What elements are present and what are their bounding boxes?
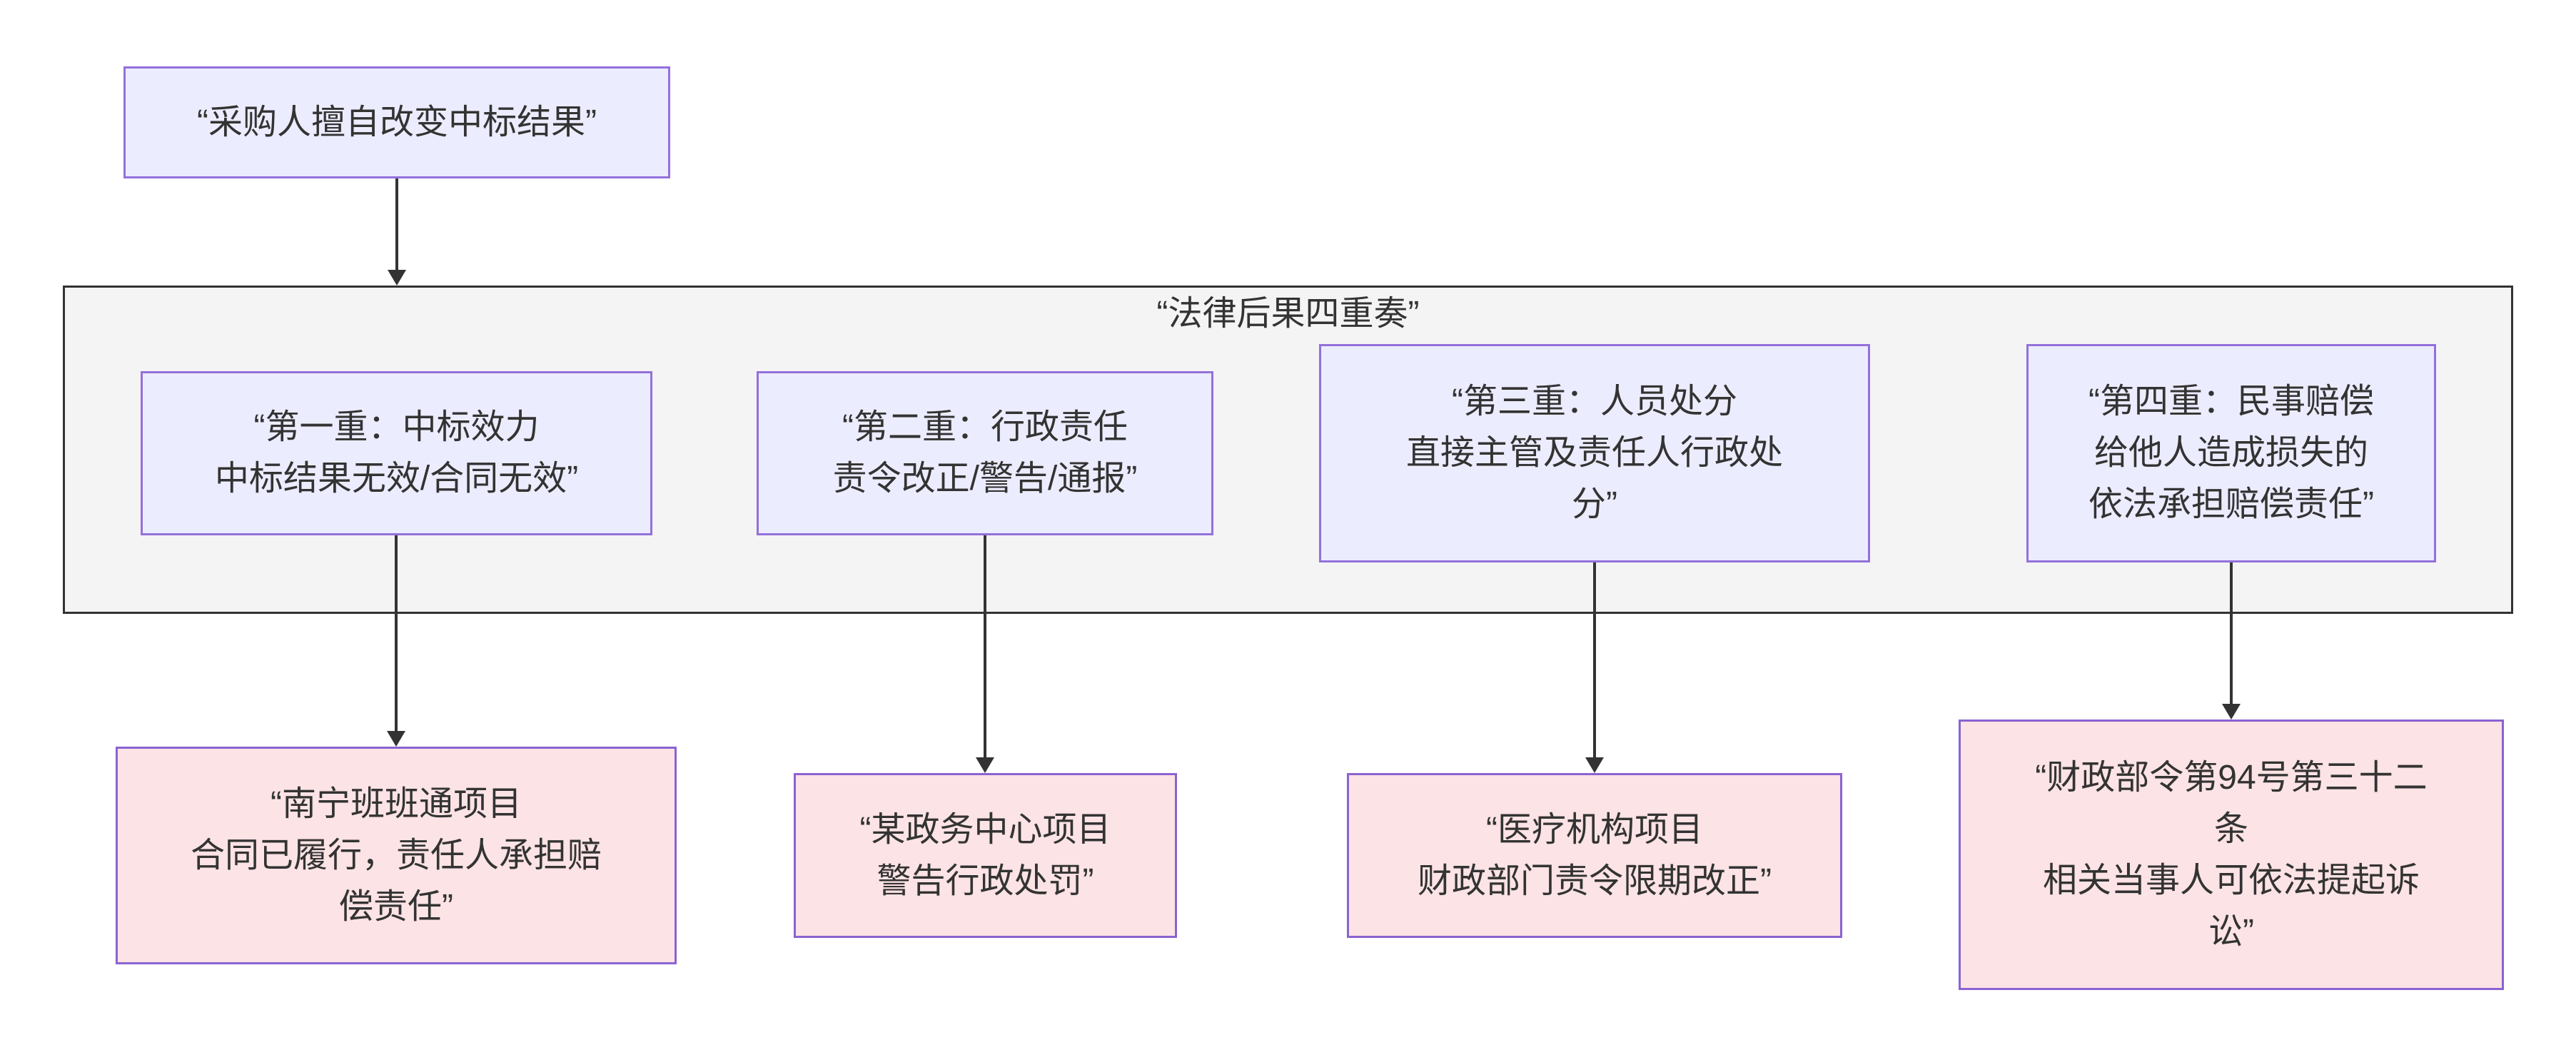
arrow-shaft	[395, 178, 398, 276]
node-case-4: “财政部令第94号第三十二 条 相关当事人可依法提起诉 讼”	[1959, 720, 2504, 990]
node-tier-2: “第二重：行政责任 责令改正/警告/通报”	[757, 371, 1213, 535]
arrow-shaft	[395, 535, 398, 737]
arrow-shaft	[2230, 562, 2233, 710]
node-case-3-label: “医疗机构项目 财政部门责令限期改正”	[1418, 810, 1772, 900]
node-case-1-label: “南宁班班通项目 合同已履行，责任人承担赔 偿责任”	[190, 784, 602, 926]
node-case-4-label: “财政部令第94号第三十二 条 相关当事人可依法提起诉 讼”	[2035, 758, 2428, 951]
node-tier-1-label: “第一重：中标效力 中标结果无效/合同无效”	[214, 408, 579, 498]
node-root-purchaser-alters-award: “采购人擅自改变中标结果”	[123, 66, 670, 178]
node-tier-4: “第四重：民事赔偿 给他人造成损失的 依法承担赔偿责任”	[2026, 344, 2436, 562]
arrowhead-down-icon	[976, 757, 994, 773]
node-tier-1: “第一重：中标效力 中标结果无效/合同无效”	[141, 371, 652, 535]
node-tier-3-label: “第三重：人员处分 直接主管及责任人行政处 分”	[1405, 383, 1783, 523]
node-tier-4-label: “第四重：民事赔偿 给他人造成损失的 依法承担赔偿责任”	[2088, 383, 2374, 523]
arrowhead-down-icon	[387, 731, 405, 747]
subgraph-title: “法律后果四重奏”	[1156, 295, 1420, 333]
node-case-2-label: “某政务中心项目 警告行政处罚”	[859, 810, 1111, 900]
arrowhead-down-icon	[388, 270, 406, 286]
arrowhead-down-icon	[2222, 704, 2241, 720]
arrowhead-down-icon	[1585, 757, 1604, 773]
arrow-shaft	[1593, 562, 1596, 763]
node-case-2: “某政务中心项目 警告行政处罚”	[794, 773, 1177, 938]
node-case-1: “南宁班班通项目 合同已履行，责任人承担赔 偿责任”	[116, 747, 677, 964]
node-tier-2-label: “第二重：行政责任 责令改正/警告/通报”	[832, 408, 1138, 498]
arrow-shaft	[984, 535, 986, 763]
node-case-3: “医疗机构项目 财政部门责令限期改正”	[1347, 773, 1842, 938]
node-tier-3: “第三重：人员处分 直接主管及责任人行政处 分”	[1319, 344, 1870, 562]
node-root-label: “采购人擅自改变中标结果”	[197, 103, 597, 141]
